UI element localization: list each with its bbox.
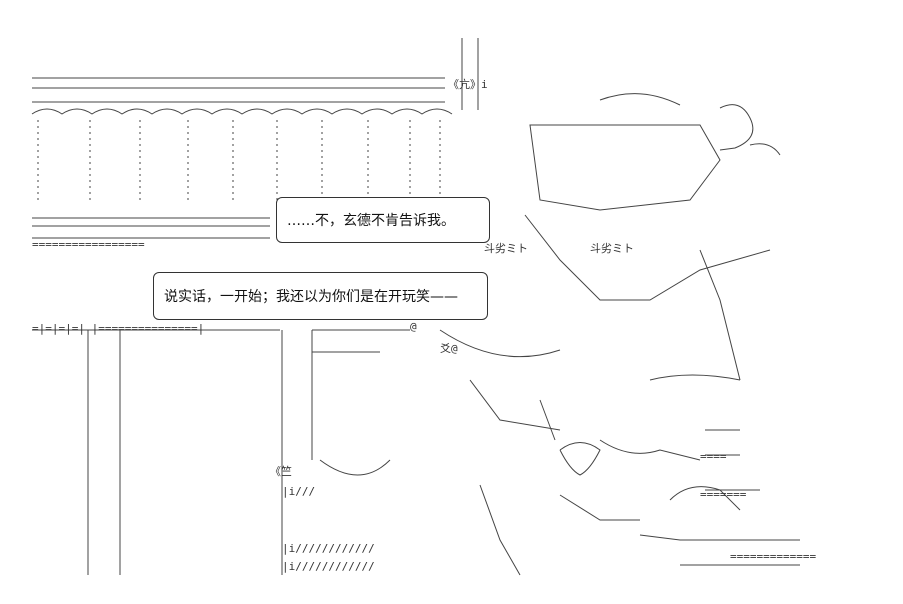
svg-text:斗劣ミト: 斗劣ミト: [484, 241, 528, 255]
speech-text-2: 说实话，一开始；我还以为你们是在开玩笑——: [164, 289, 458, 305]
svg-text:斗劣ミト: 斗劣ミト: [590, 241, 634, 255]
svg-text:====: ====: [700, 450, 727, 463]
speech-bubble-2: 说实话，一开始；我还以为你们是在开玩笑——: [153, 272, 488, 320]
svg-text:|i///: |i///: [282, 485, 315, 498]
speech-bubble-1: ……不，玄德不肯告诉我。: [276, 197, 490, 243]
svg-text:=============: =============: [730, 550, 816, 563]
svg-text:@: @: [410, 320, 417, 333]
svg-text:|i////////////: |i////////////: [282, 560, 375, 573]
svg-text:《亢》i: 《亢》i: [448, 77, 488, 91]
svg-text:|i////////////: |i////////////: [282, 542, 375, 555]
svg-text:《竺: 《竺: [270, 464, 292, 478]
svg-text:爻@: 爻@: [440, 342, 458, 355]
svg-text:=|=|=|=| |===============|: =|=|=|=| |===============|: [32, 322, 204, 335]
svg-text:=======: =======: [700, 488, 747, 501]
svg-text:=================: =================: [32, 238, 145, 251]
speech-text-1: ……不，玄德不肯告诉我。: [287, 213, 455, 229]
